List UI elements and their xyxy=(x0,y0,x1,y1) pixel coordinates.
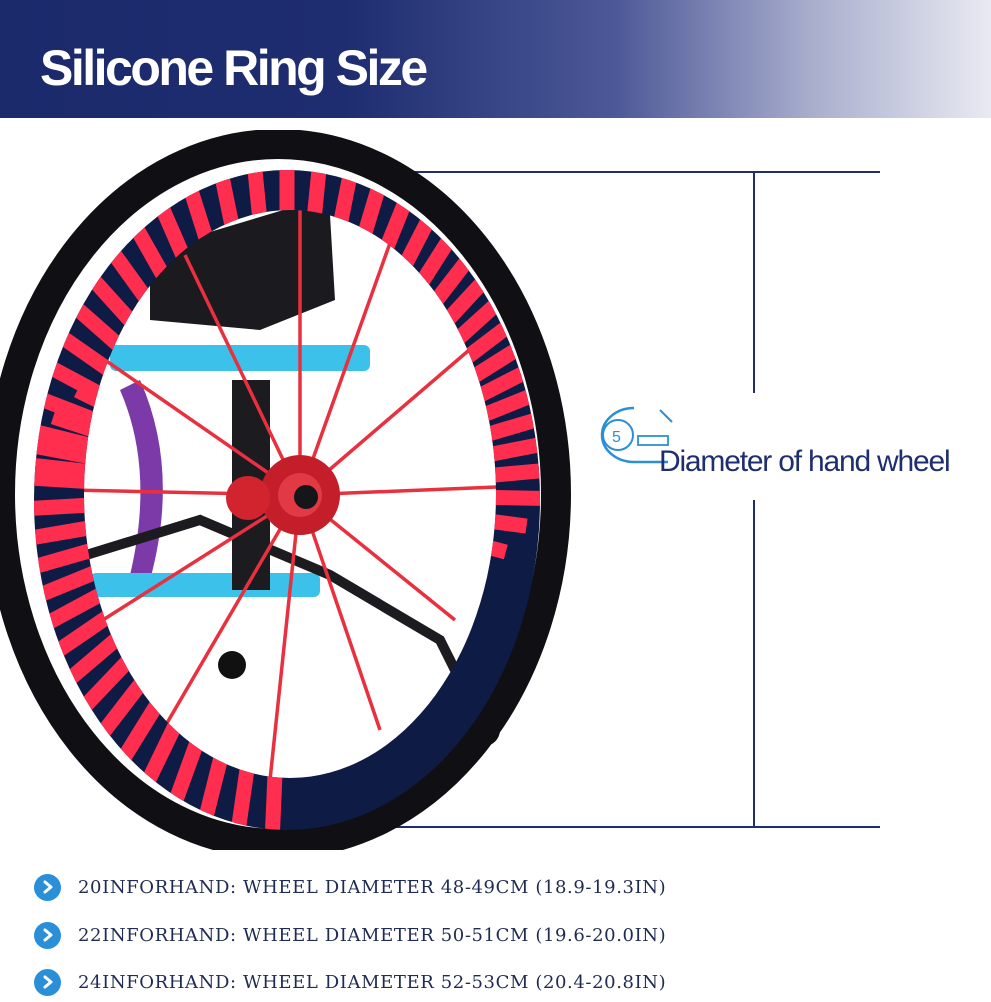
svg-text:5: 5 xyxy=(612,429,621,446)
tape-measure-icon: 5 xyxy=(600,406,673,464)
blue-frame-upper xyxy=(110,345,370,371)
spec-row-22-inch: 22INFORHAND: WHEEL DIAMETER 50-51CM (19.… xyxy=(34,920,666,950)
chevron-right-icon xyxy=(34,873,61,901)
chevron-right-icon xyxy=(34,968,61,996)
caster-left xyxy=(218,651,246,679)
hub-axle xyxy=(294,485,318,509)
diameter-of-hand-wheel-label: Diameter of hand wheel xyxy=(659,445,951,478)
purple-guard xyxy=(120,380,163,580)
blue-frame-lower xyxy=(90,573,320,597)
spec-text: 20INFORHAND: WHEEL DIAMETER 48-49CM (18.… xyxy=(78,876,667,898)
spec-text: 22INFORHAND: WHEEL DIAMETER 50-51CM (19.… xyxy=(78,924,667,946)
hub-left xyxy=(226,476,270,520)
chevron-right-icon xyxy=(34,921,61,949)
spec-row-20-inch: 20INFORHAND: WHEEL DIAMETER 48-49CM (18.… xyxy=(34,872,666,902)
footrest-bar xyxy=(68,514,475,703)
title-banner: Silicone Ring Size xyxy=(0,0,991,118)
tire xyxy=(0,130,571,850)
page-title: Silicone Ring Size xyxy=(40,40,428,96)
wheelchair-wheel-illustration xyxy=(0,130,880,850)
spec-text: 24INFORHAND: WHEEL DIAMETER 52-53CM (20.… xyxy=(78,971,667,993)
spec-row-24-inch: 24INFORHAND: WHEEL DIAMETER 52-53CM (20.… xyxy=(34,967,666,997)
